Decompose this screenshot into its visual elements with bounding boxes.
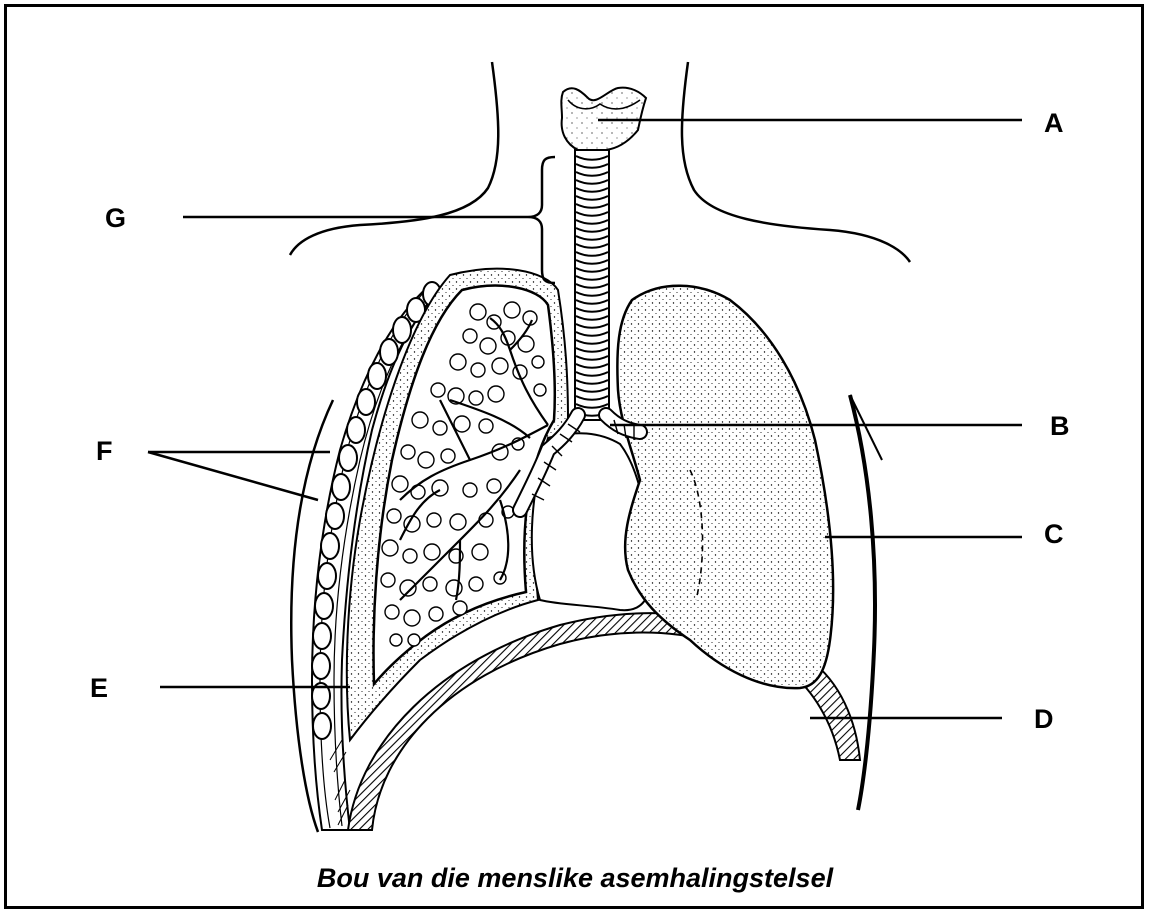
label-e: E xyxy=(90,673,108,703)
label-a: A xyxy=(1044,108,1064,138)
label-g: G xyxy=(105,203,126,233)
leader-line-f2 xyxy=(148,452,318,500)
label-d: D xyxy=(1034,704,1054,734)
chest-wall-right-tip xyxy=(850,395,882,460)
neck-right-outline xyxy=(682,62,910,262)
label-c: C xyxy=(1044,519,1064,549)
trachea-bracket xyxy=(528,157,555,283)
label-f: F xyxy=(96,436,113,466)
diagram-caption: Bou van die menslike asemhalingstelsel xyxy=(0,863,1150,894)
trachea xyxy=(575,150,609,420)
neck-left-outline xyxy=(290,62,498,255)
label-b: B xyxy=(1050,411,1070,441)
